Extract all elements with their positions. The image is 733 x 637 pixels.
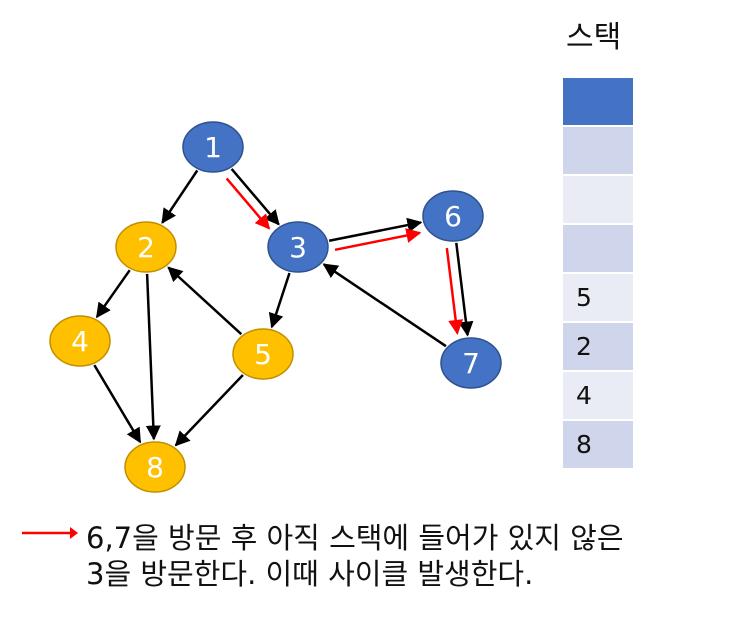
stack-cell: 8 (563, 421, 633, 468)
node-circle (232, 328, 294, 380)
trace-arrow-6-to-7 (445, 247, 464, 335)
traversal-arrows (225, 177, 464, 335)
edge-2-to-8 (145, 273, 161, 441)
edge-2-to-4 (95, 269, 131, 319)
node-6: 6 (422, 190, 484, 242)
node-2: 2 (115, 221, 177, 273)
edges (93, 168, 474, 447)
stack-title: 스택 (566, 20, 622, 55)
node-label: 8 (146, 451, 164, 484)
edge-5-to-2 (167, 266, 243, 336)
node-label: 2 (137, 231, 155, 264)
nodes: 1 2 3 4 5 6 7 8 (49, 121, 502, 493)
caption-line-2: 3을 방문한다. 이때 사이클 발생한다. (86, 557, 534, 591)
node-label: 7 (462, 347, 480, 380)
stack-cell (563, 176, 633, 223)
graph-diagram: 1 2 3 4 5 6 7 8 (49, 121, 502, 493)
node-8: 8 (124, 441, 186, 493)
stack-cell (563, 127, 633, 174)
node-label: 1 (204, 131, 222, 164)
node-1: 1 (182, 121, 244, 173)
trace-arrow-1-to-3 (225, 177, 271, 230)
node-label: 3 (289, 231, 307, 264)
node-label: 5 (254, 338, 272, 371)
caption: 6,7을 방문 후 아직 스택에 들어가 있지 않은 3을 방문한다. 이때 사… (86, 520, 726, 592)
node-circle (440, 337, 502, 389)
edge-7-to-3 (322, 263, 447, 348)
node-circle (115, 221, 177, 273)
legend-red-arrow-icon (22, 527, 78, 539)
node-label: 6 (444, 200, 462, 233)
edge-1-to-3 (230, 168, 280, 226)
stack-cell: 5 (563, 274, 633, 321)
node-circle (267, 221, 329, 273)
stack-cell (563, 225, 633, 272)
edge-3-to-6 (328, 217, 423, 242)
edge-3-to-5 (268, 272, 291, 329)
node-circle (422, 190, 484, 242)
edge-6-to-7 (455, 242, 474, 337)
edge-4-to-8 (93, 364, 142, 444)
node-4: 4 (49, 315, 111, 367)
stack-cell (563, 78, 633, 125)
caption-line-1: 6,7을 방문 후 아직 스택에 들어가 있지 않은 (86, 521, 624, 555)
node-circle (124, 441, 186, 493)
node-3: 3 (267, 221, 329, 273)
node-5: 5 (232, 328, 294, 380)
edge-5-to-8 (174, 374, 244, 447)
stack-cell: 2 (563, 323, 633, 370)
edge-1-to-2 (161, 169, 199, 224)
node-7: 7 (440, 337, 502, 389)
node-circle (49, 315, 111, 367)
node-circle (182, 121, 244, 173)
node-label: 4 (71, 325, 89, 358)
stack-cell: 4 (563, 372, 633, 419)
trace-arrow-3-to-6 (334, 228, 422, 252)
